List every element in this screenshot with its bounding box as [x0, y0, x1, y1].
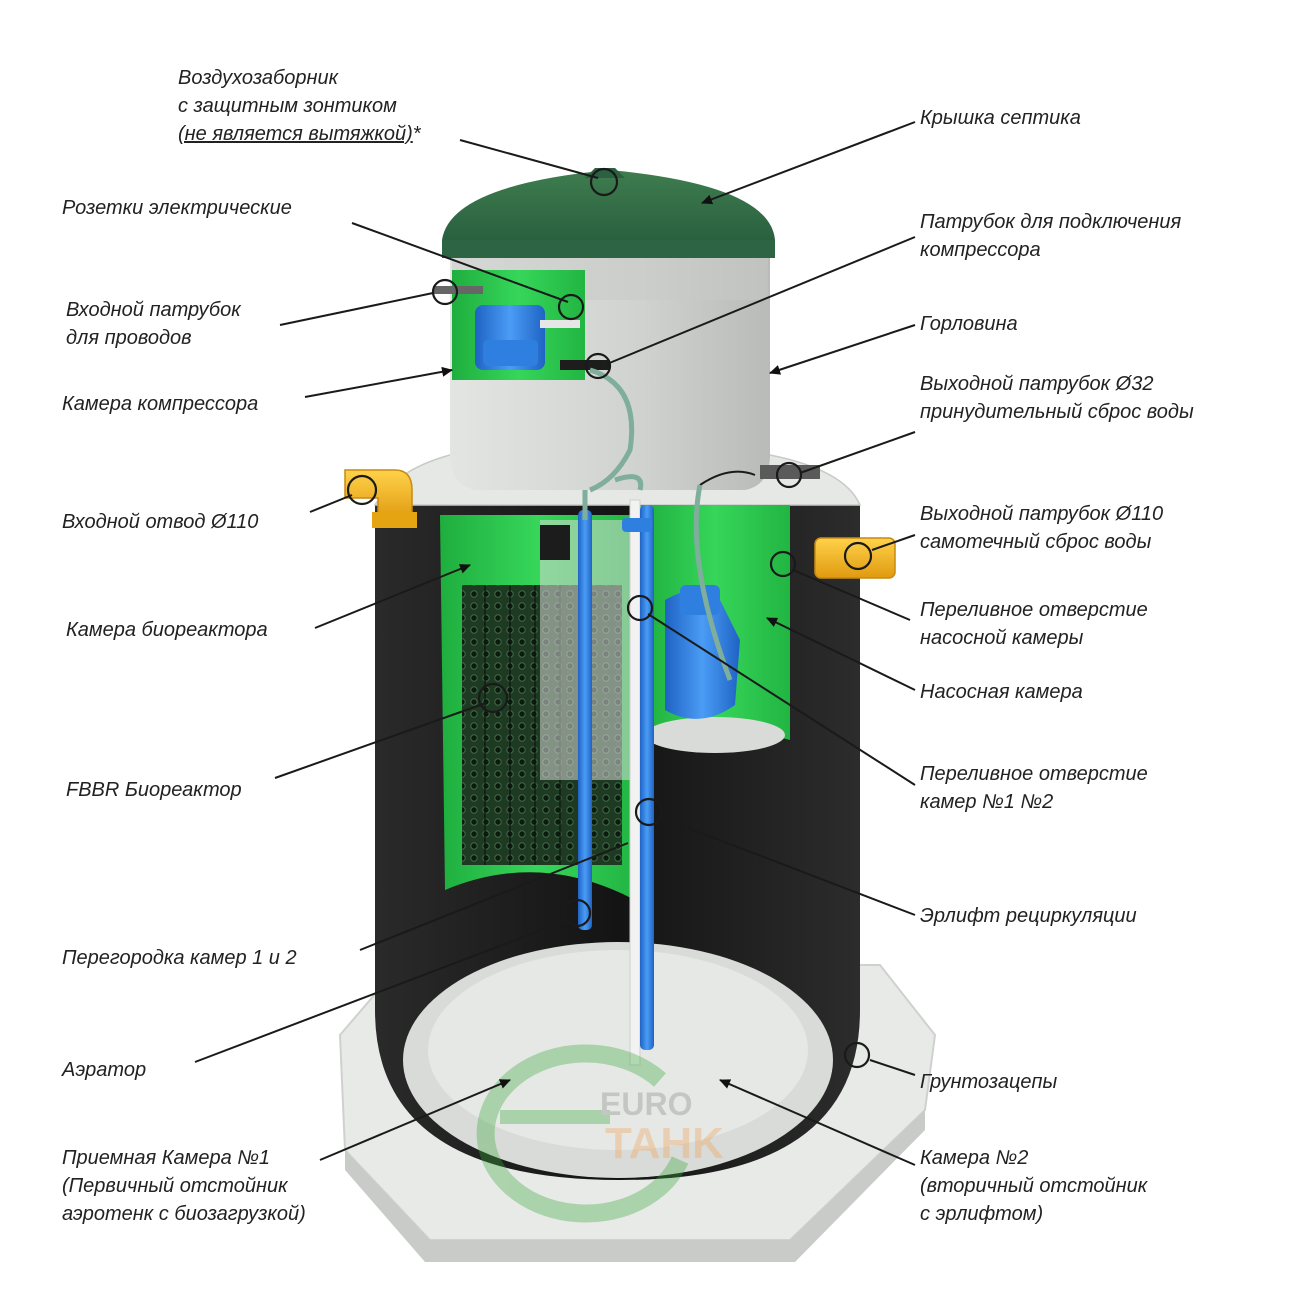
air-intake-line2: с защитным зонтиком: [178, 92, 421, 120]
wire-inlet-line2: для проводов: [66, 324, 241, 352]
receiving-line2: (Первичный отстойник: [62, 1172, 306, 1200]
overflow12-line1: Переливное отверстие: [920, 760, 1148, 788]
bioreactor-chamber: [440, 515, 635, 900]
chamber2-line2: (вторичный отстойник: [920, 1172, 1147, 1200]
inlet-elbow: [345, 470, 417, 528]
outlet110-line1: Выходной патрубок Ø110: [920, 500, 1163, 528]
outlet32-line1: Выходной патрубок Ø32: [920, 370, 1194, 398]
label-pump-chamber: Насосная камера: [920, 678, 1083, 706]
air-intake-line1: Воздухозаборник: [178, 64, 421, 92]
label-compressor-pipe: Патрубок для подключения компрессора: [920, 208, 1181, 264]
label-outlet110: Выходной патрубок Ø110 самотечный сброс …: [920, 500, 1163, 556]
label-lid: Крышка септика: [920, 104, 1081, 132]
chamber2-line3: с эрлифтом): [920, 1200, 1147, 1228]
label-sockets: Розетки электрические: [62, 194, 292, 222]
label-pump-overflow: Переливное отверстие насосной камеры: [920, 596, 1148, 652]
label-airlift: Эрлифт рециркуляции: [920, 902, 1137, 930]
label-compressor-chamber: Камера компрессора: [62, 390, 258, 418]
wire-inlet-line1: Входной патрубок: [66, 296, 241, 324]
compressor-pipe-line1: Патрубок для подключения: [920, 208, 1181, 236]
outlet110-line2: самотечный сброс воды: [920, 528, 1163, 556]
label-overflow12: Переливное отверстие камер №1 №2: [920, 760, 1148, 816]
receiving-line3: аэротенк с биозагрузкой): [62, 1200, 306, 1228]
label-bioreactor-chamber: Камера биореактора: [66, 616, 268, 644]
air-intake-line3: (не является вытяжкой)*: [178, 120, 421, 148]
label-outlet32: Выходной патрубок Ø32 принудительный сбр…: [920, 370, 1194, 426]
logo-text-bottom: TAHK: [605, 1119, 724, 1168]
chamber2-line1: Камера №2: [920, 1144, 1147, 1172]
label-fbbr: FBBR Биореактор: [66, 776, 242, 804]
label-aerator: Аэратор: [62, 1056, 146, 1084]
compressor-box: [433, 270, 610, 380]
overflow12-line2: камер №1 №2: [920, 788, 1148, 816]
partition-wall: [630, 500, 640, 1065]
label-partition: Перегородка камер 1 и 2: [62, 944, 297, 972]
pump-overflow-line2: насосной камеры: [920, 624, 1148, 652]
label-air-intake: Воздухозаборник с защитным зонтиком (не …: [178, 64, 421, 148]
label-chamber2: Камера №2 (вторичный отстойник с эрлифто…: [920, 1144, 1147, 1228]
air-intake-asterisk: *: [413, 123, 421, 145]
outlet32-line2: принудительный сброс воды: [920, 398, 1194, 426]
pump-overflow-line1: Переливное отверстие: [920, 596, 1148, 624]
outlet-pipe-32: [760, 465, 820, 479]
label-inlet-elbow: Входной отвод Ø110: [62, 508, 258, 536]
label-ground-anchors: Грунтозацепы: [920, 1068, 1057, 1096]
compressor-pipe-line2: компрессора: [920, 236, 1181, 264]
air-intake-note: (не является вытяжкой): [178, 123, 413, 145]
lid: [442, 168, 775, 258]
logo-text-top: EURO: [600, 1086, 692, 1122]
label-wire-inlet: Входной патрубок для проводов: [66, 296, 241, 352]
label-neck: Горловина: [920, 310, 1018, 338]
label-receiving-chamber: Приемная Камера №1 (Первичный отстойник …: [62, 1144, 306, 1228]
receiving-line1: Приемная Камера №1: [62, 1144, 306, 1172]
pump-chamber: [640, 472, 790, 753]
